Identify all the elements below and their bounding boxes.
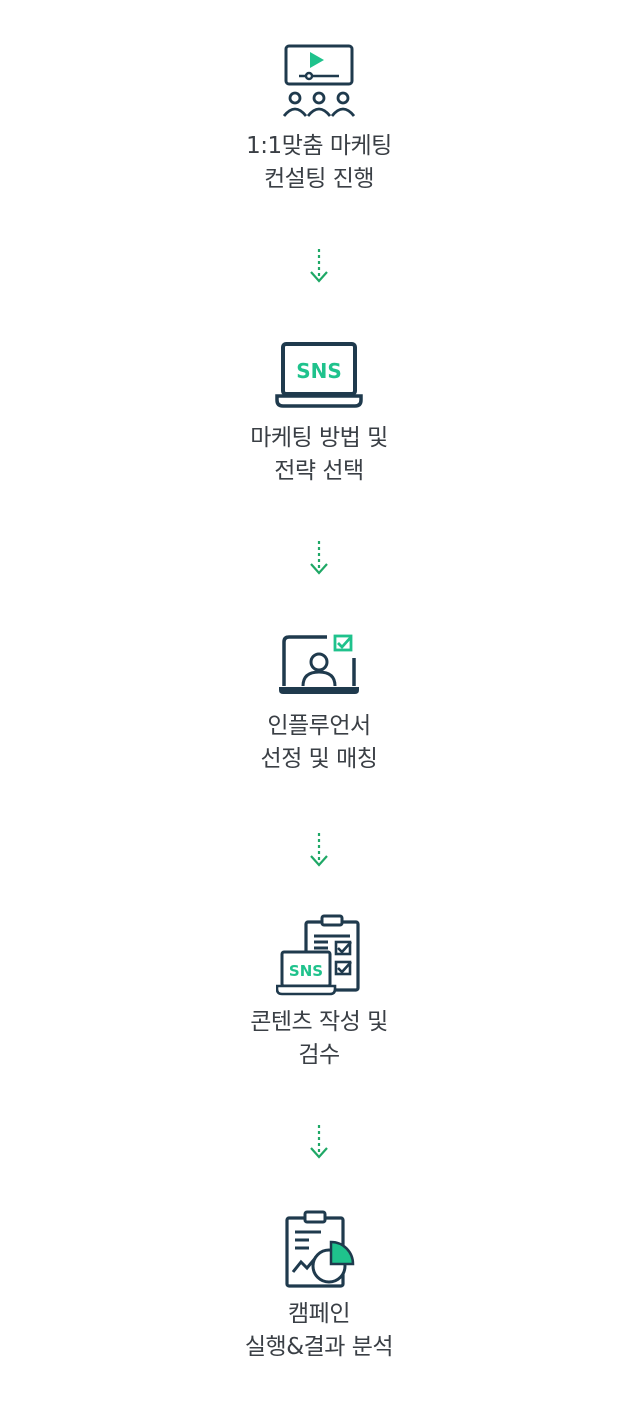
arrow-down-icon	[310, 1125, 328, 1159]
step-strategy: SNS 마케팅 방법 및 전략 선택	[0, 340, 638, 488]
step-label: 콘텐츠 작성 및 검수	[0, 1006, 638, 1072]
sns-text: SNS	[289, 962, 323, 980]
arrow-down-icon	[310, 833, 328, 867]
report-chart-icon	[285, 1210, 355, 1288]
step-label-line1: 인플루언서	[267, 713, 371, 739]
step-campaign: 캠페인 실행&결과 분석	[0, 1210, 638, 1364]
presentation-audience-icon	[282, 44, 356, 117]
step-label: 인플루언서 선정 및 매칭	[0, 710, 638, 776]
arrow-down-icon	[310, 249, 328, 283]
content-checklist-icon: SNS	[276, 914, 360, 996]
influencer-laptop-icon	[279, 634, 359, 694]
step-label-line1: 캠페인	[288, 1301, 350, 1327]
arrow-down-icon	[310, 541, 328, 575]
step-label-line2: 선정 및 매칭	[260, 746, 378, 772]
step-label: 마케팅 방법 및 전략 선택	[0, 422, 638, 488]
step-influencer: 인플루언서 선정 및 매칭	[0, 632, 638, 776]
step-label-line2: 실행&결과 분석	[244, 1334, 394, 1360]
step-content: SNS 콘텐츠 작성 및 검수	[0, 914, 638, 1072]
step-consulting: 1:1맞춤 마케팅 컨설팅 진행	[0, 44, 638, 196]
step-label-line1: 1:1맞춤 마케팅	[246, 133, 392, 159]
sns-laptop-icon: SNS	[275, 342, 363, 408]
step-label-line1: 콘텐츠 작성 및	[250, 1009, 388, 1035]
step-label-line2: 컨설팅 진행	[263, 166, 375, 192]
step-label-line2: 검수	[298, 1042, 340, 1068]
step-label-line1: 마케팅 방법 및	[250, 425, 388, 451]
sns-text: SNS	[296, 359, 342, 383]
step-label-line2: 전략 선택	[274, 458, 364, 484]
step-label: 1:1맞춤 마케팅 컨설팅 진행	[0, 130, 638, 196]
step-label: 캠페인 실행&결과 분석	[0, 1298, 638, 1364]
